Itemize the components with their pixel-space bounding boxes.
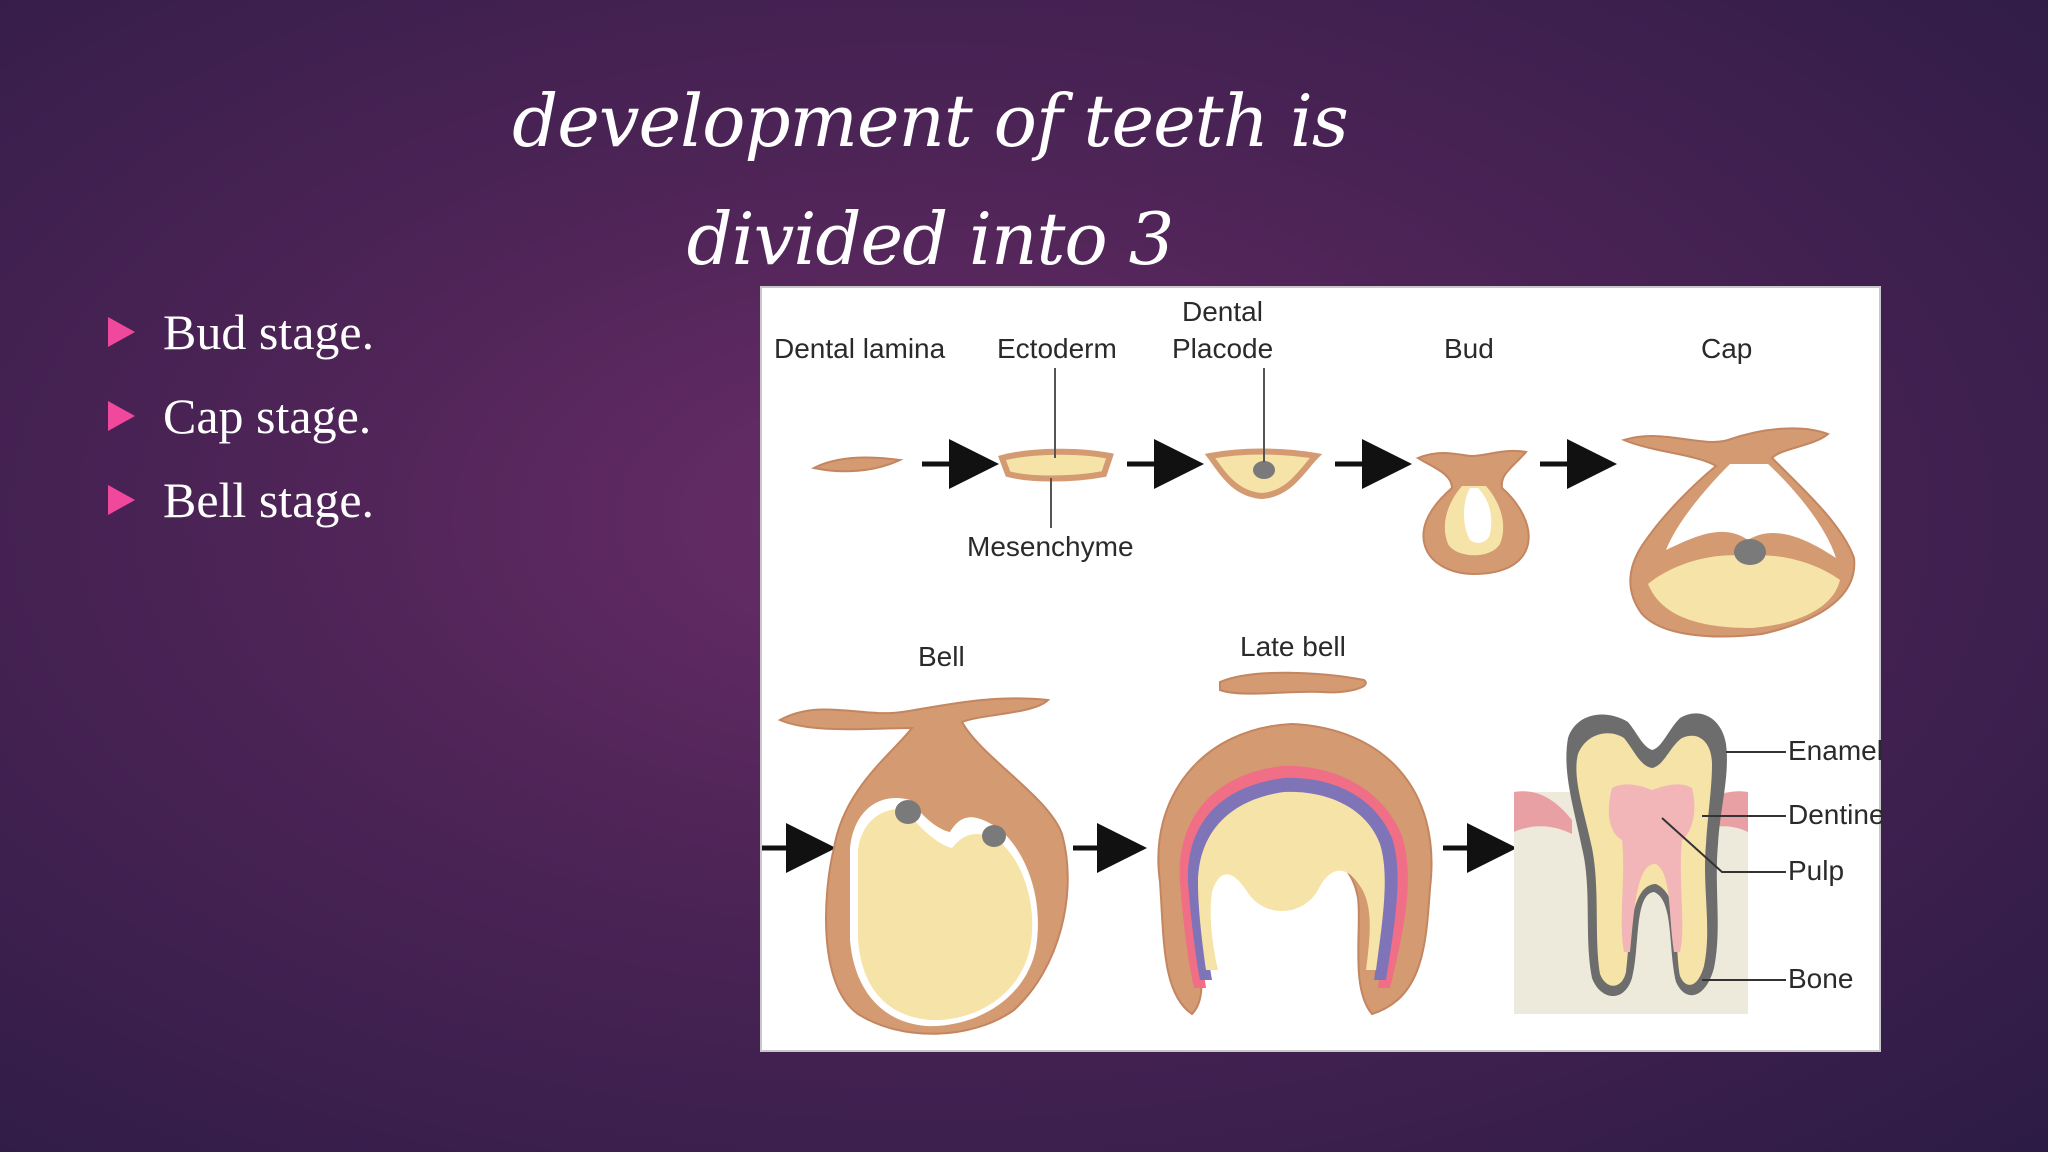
placode-knot [1253, 461, 1275, 479]
tooth-development-diagram: Dental lamina Ectoderm Dental Placode Bu… [760, 286, 1883, 1052]
bell-knot [895, 800, 921, 824]
label-bone: Bone [1788, 963, 1853, 994]
label-dental-lamina: Dental lamina [774, 333, 946, 364]
tooth-pulp [1608, 784, 1695, 952]
bullet-item: Bud stage. [108, 290, 374, 374]
late-bell-lamina [1219, 671, 1367, 695]
label-pulp: Pulp [1788, 855, 1844, 886]
diagram-svg: Dental lamina Ectoderm Dental Placode Bu… [762, 296, 1883, 1035]
gum-left [1514, 791, 1572, 834]
bell-knot [982, 825, 1006, 847]
cap-enamel-knot [1734, 539, 1766, 565]
triangle-bullet-icon [108, 401, 135, 431]
label-dentine: Dentine [1788, 799, 1883, 830]
bullet-text: Bell stage. [163, 472, 375, 528]
label-dental-placode-2: Placode [1172, 333, 1273, 364]
title-line-1: development of teeth is divided into 3 [512, 79, 1349, 281]
dental-lamina-shape [811, 456, 904, 473]
bell-papilla [858, 809, 1033, 1021]
label-dental-placode-1: Dental [1182, 296, 1263, 327]
label-mesenchyme: Mesenchyme [967, 531, 1134, 562]
bullet-text: Cap stage. [163, 388, 372, 444]
bullet-list: Bud stage. Cap stage. Bell stage. [108, 290, 374, 542]
triangle-bullet-icon [108, 485, 135, 515]
bud-core [1464, 488, 1492, 543]
cap-papilla [1648, 555, 1840, 628]
bullet-text: Bud stage. [163, 304, 375, 360]
pulp-leader-line [1661, 817, 1786, 873]
cap-inner [1666, 464, 1836, 558]
slide-title: development of teeth is divided into 3 s… [380, 62, 1480, 416]
ectoderm-shape [998, 448, 1114, 482]
late-bell-papilla [1198, 791, 1385, 970]
bullet-item: Bell stage. [108, 458, 374, 542]
label-enamel: Enamel [1788, 735, 1883, 766]
label-cap: Cap [1701, 333, 1752, 364]
label-ectoderm: Ectoderm [997, 333, 1117, 364]
label-bell: Bell [918, 641, 965, 672]
bullet-item: Cap stage. [108, 374, 374, 458]
label-late-bell: Late bell [1240, 631, 1346, 662]
triangle-bullet-icon [108, 317, 135, 347]
label-bud: Bud [1444, 333, 1494, 364]
